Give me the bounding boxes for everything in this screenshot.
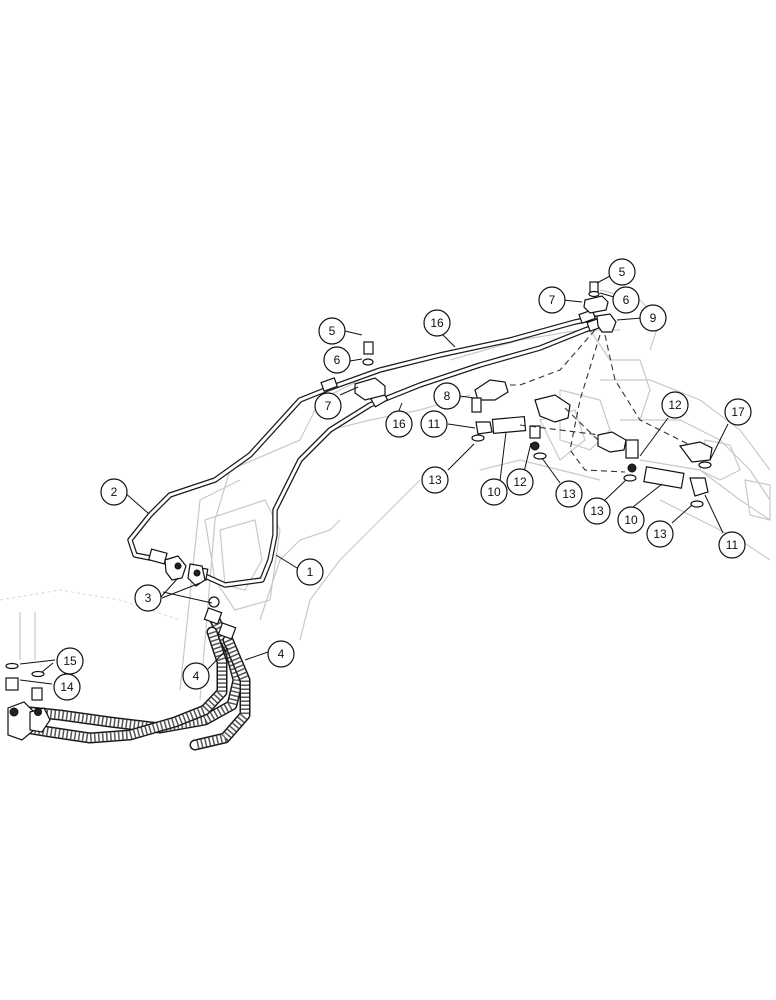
adapter-14-seal-15 [5, 662, 45, 701]
callout-label: 12 [668, 398, 682, 412]
callout-label: 16 [430, 316, 444, 330]
callout-15: 15 [56, 647, 84, 675]
callout-11: 11 [420, 410, 448, 438]
callout-circle [555, 480, 583, 508]
callout-13: 13 [555, 480, 583, 508]
callout-label: 13 [428, 473, 442, 487]
callout-label: 10 [487, 485, 501, 499]
callout-label: 6 [623, 293, 630, 307]
callout-circle [617, 506, 645, 534]
tube-2 [127, 315, 598, 561]
callout-circle [480, 478, 508, 506]
callout-label: 14 [60, 680, 74, 694]
callout-16: 16 [385, 410, 413, 438]
callout-13: 13 [646, 520, 674, 548]
callout-circle [318, 317, 346, 345]
callout-circle [612, 286, 640, 314]
callout-circle [420, 410, 448, 438]
callout-label: 13 [562, 487, 576, 501]
callout-4: 4 [182, 662, 210, 690]
callout-10: 10 [617, 506, 645, 534]
callout-circle [323, 346, 351, 374]
callout-10: 10 [480, 478, 508, 506]
callout-8: 8 [433, 382, 461, 410]
callout-2: 2 [100, 478, 128, 506]
callout-circle [646, 520, 674, 548]
tube-1 [202, 322, 603, 588]
callout-9: 9 [639, 304, 667, 332]
callout-label: 6 [334, 353, 341, 367]
callout-circle [134, 584, 162, 612]
callout-label: 3 [145, 591, 152, 605]
callout-circle [724, 398, 752, 426]
callout-circle [506, 468, 534, 496]
callout-7: 7 [314, 392, 342, 420]
callout-label: 7 [325, 399, 332, 413]
callout-circle [538, 286, 566, 314]
callout-circle [583, 497, 611, 525]
elbow-fitting-9 [596, 313, 617, 333]
callout-12: 12 [661, 391, 689, 419]
callout-13: 13 [421, 466, 449, 494]
hose-4-pair [7, 607, 251, 751]
callout-label: 13 [653, 527, 667, 541]
callout-14: 14 [53, 673, 81, 701]
callout-label: 17 [731, 405, 745, 419]
callout-circle [267, 640, 295, 668]
callout-label: 2 [111, 485, 118, 499]
callout-6: 6 [323, 346, 351, 374]
callout-circle [53, 673, 81, 701]
callout-11: 11 [718, 531, 746, 559]
callout-circle [421, 466, 449, 494]
callout-label: 5 [329, 324, 336, 338]
callout-1: 1 [296, 558, 324, 586]
tube-clamp-left [354, 341, 386, 401]
callout-circle [639, 304, 667, 332]
callout-label: 4 [278, 647, 285, 661]
callout-12: 12 [506, 468, 534, 496]
callout-label: 10 [624, 513, 638, 527]
callout-13: 13 [583, 497, 611, 525]
callout-label: 8 [444, 389, 451, 403]
tube-clamp-right [583, 281, 609, 314]
callout-17: 17 [724, 398, 752, 426]
callout-label: 13 [590, 504, 604, 518]
tube-fittings [147, 309, 605, 608]
callout-circle [433, 382, 461, 410]
callout-circle [423, 309, 451, 337]
callout-label: 5 [619, 265, 626, 279]
leader-lines [19, 275, 729, 685]
callout-circle [608, 258, 636, 286]
callout-5: 5 [608, 258, 636, 286]
callout-circle [296, 558, 324, 586]
callout-label: 11 [726, 538, 739, 552]
right-side-fittings [471, 379, 713, 508]
callout-circle [661, 391, 689, 419]
callout-label: 4 [193, 669, 200, 683]
callout-label: 1 [307, 565, 314, 579]
callout-16: 16 [423, 309, 451, 337]
callout-label: 7 [549, 293, 556, 307]
callout-circle [385, 410, 413, 438]
callout-label: 15 [63, 654, 77, 668]
callout-3: 3 [134, 584, 162, 612]
callout-label: 12 [513, 475, 527, 489]
callout-7: 7 [538, 286, 566, 314]
callout-label: 11 [428, 417, 441, 431]
callout-6: 6 [612, 286, 640, 314]
callout-label: 9 [650, 311, 657, 325]
callout-5: 5 [318, 317, 346, 345]
callout-circle [100, 478, 128, 506]
callout-circle [182, 662, 210, 690]
callout-circle [314, 392, 342, 420]
callout-circle [718, 531, 746, 559]
callout-label: 16 [392, 417, 406, 431]
assembly-dashed-lines [505, 329, 691, 473]
callout-4: 4 [267, 640, 295, 668]
